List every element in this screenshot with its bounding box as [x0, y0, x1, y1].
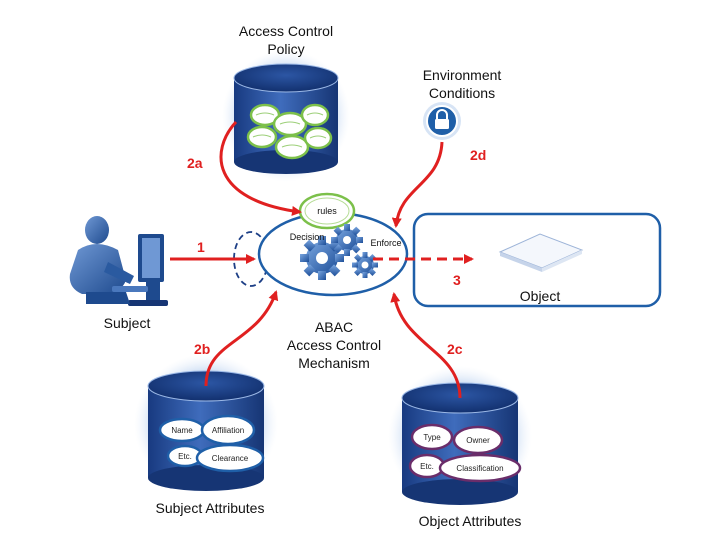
policy-label-line2: Policy — [267, 41, 305, 57]
subject-attr-etc: Etc. — [178, 452, 192, 461]
step-2b-label: 2b — [194, 341, 211, 357]
arrow-2b — [204, 290, 279, 387]
subject-attributes-label: Subject Attributes — [155, 500, 265, 516]
mechanism-label-line1: ABAC — [314, 319, 354, 335]
person-at-computer-icon — [69, 216, 168, 306]
enforce-label: Enforce — [370, 238, 401, 248]
mechanism-label-line3: Mechanism — [298, 355, 370, 371]
policy-database-icon — [222, 50, 350, 182]
object-attr-owner: Owner — [466, 436, 490, 445]
decision-label: Decision — [290, 232, 325, 242]
object-attributes-label: Object Attributes — [418, 513, 522, 529]
subject-attr-name: Name — [171, 426, 193, 435]
policy-label-line1: Access Control — [238, 23, 334, 39]
arrow-2a — [219, 120, 302, 216]
padlock-icon — [423, 102, 461, 140]
environment-label-line1: Environment — [422, 67, 502, 83]
environment-label-line2: Conditions — [428, 85, 496, 101]
policy-label: Access Control Policy — [228, 22, 344, 58]
subject-attr-affiliation: Affiliation — [212, 426, 244, 435]
step-2d-label: 2d — [470, 147, 487, 163]
document-icon — [498, 233, 584, 272]
object-attributes-database-icon — [388, 366, 532, 506]
object-attr-etc: Etc. — [420, 462, 434, 471]
subject-attr-clearance: Clearance — [212, 454, 249, 463]
gears-icon — [300, 224, 378, 280]
step-2c-label: 2c — [447, 341, 463, 357]
object-attr-classification: Classification — [456, 464, 503, 473]
subject-label: Subject — [103, 315, 151, 331]
environment-label: Environment Conditions — [404, 66, 520, 102]
mechanism-label: ABAC Access Control Mechanism — [274, 318, 394, 372]
arrow-2c — [390, 292, 462, 399]
step-2a-label: 2a — [187, 155, 203, 171]
step-3-label: 3 — [453, 272, 461, 288]
step-1-label: 1 — [197, 239, 205, 255]
arrow-2d — [391, 141, 444, 228]
object-attr-type: Type — [423, 433, 441, 442]
object-label: Object — [519, 288, 561, 304]
rules-label: rules — [317, 206, 337, 216]
flow-arrows — [170, 120, 474, 399]
mechanism-label-line2: Access Control — [286, 337, 382, 353]
